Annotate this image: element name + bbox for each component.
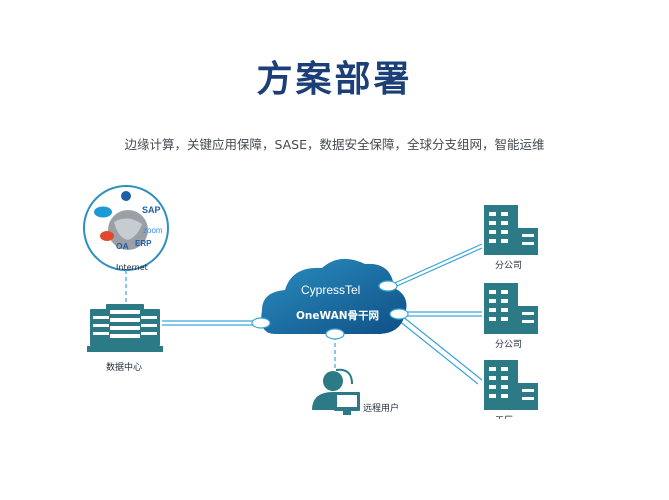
cloud-icon [261, 258, 407, 334]
links [125, 243, 483, 385]
remote-user-label: 远程用户 [363, 404, 400, 414]
office-icon [100, 231, 114, 241]
internet-node: SAP zoom OA ERP [83, 185, 169, 271]
datacenter-label: 数据中心 [106, 363, 143, 373]
branch-label-2: 分公司 [495, 340, 523, 350]
remote-user-icon [312, 368, 360, 415]
internet-label: Internet [116, 263, 148, 272]
erp-label: ERP [135, 239, 152, 248]
sap-label: SAP [142, 205, 161, 215]
factory-label: 工厂 [495, 413, 513, 419]
cloud-brand: CypressTel [301, 283, 361, 297]
router-icons [251, 280, 409, 340]
lock-icon [121, 191, 131, 201]
building-windows [489, 212, 534, 400]
oa-label: OA [116, 241, 129, 251]
link-cloud-factory [401, 315, 483, 381]
server-slots [93, 310, 157, 338]
salesforce-icon [94, 206, 112, 218]
branch-label-1: 分公司 [495, 261, 523, 271]
page-subtitle: 边缘计算，关键应用保障，SASE，数据安全保障，全球分支组网，智能运维 [124, 137, 545, 152]
cloud-label: OneWAN骨干网 [296, 310, 380, 322]
zoom-label: zoom [143, 226, 163, 235]
link-cloud-branch1 [387, 243, 483, 287]
page-title: 方案部署 [256, 59, 413, 100]
